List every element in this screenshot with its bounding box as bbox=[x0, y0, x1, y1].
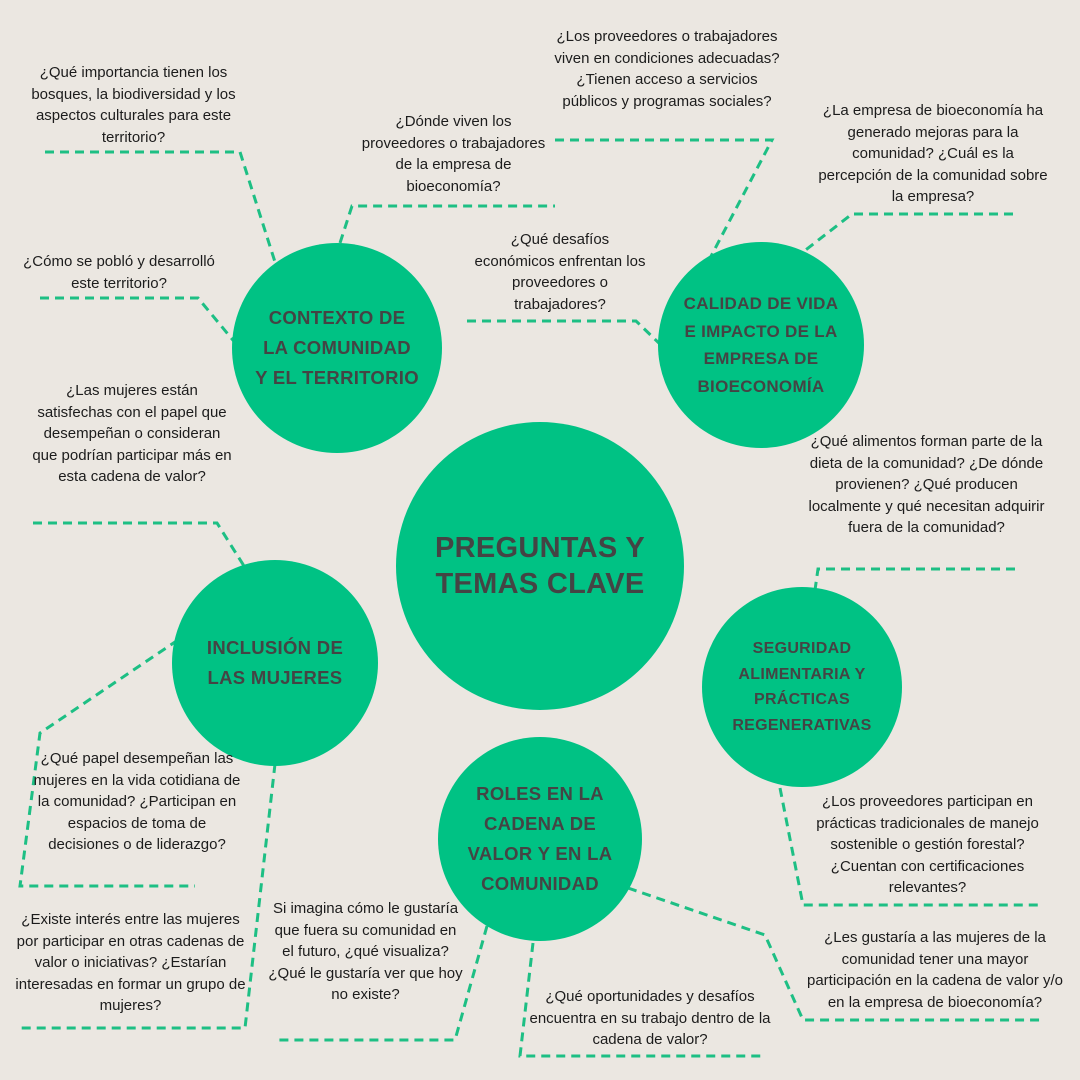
question-mujeres-satisfechas: ¿Las mujeres están satisfechas con el pa… bbox=[32, 382, 232, 485]
question-interes-mujeres: ¿Existe interés entre las mujeres por pa… bbox=[15, 911, 246, 1014]
theme-seguridad: SEGURIDAD ALIMENTARIA Y PRÁCTICAS REGENE… bbox=[702, 587, 902, 787]
question-desafios-economicos: ¿Qué desafíos económicos enfrentan los p… bbox=[474, 231, 646, 313]
question-oportunidades: ¿Qué oportunidades y desafíos encuentra … bbox=[529, 988, 771, 1048]
question-poblo: ¿Cómo se pobló y desarrolló este territo… bbox=[23, 253, 215, 292]
connector-oportunidades bbox=[518, 942, 762, 1058]
center-title: PREGUNTAS Y TEMAS CLAVE bbox=[434, 532, 646, 600]
connector-practicas bbox=[778, 787, 1040, 907]
connector-alimentos bbox=[813, 567, 1015, 591]
center-circle: PREGUNTAS Y TEMAS CLAVE bbox=[396, 422, 684, 710]
theme-inclusion-label: INCLUSIÓN DE LAS MUJERES bbox=[206, 637, 344, 688]
connector-condiciones bbox=[555, 138, 775, 263]
connector-donde-viven bbox=[338, 204, 555, 244]
theme-roles: ROLES EN LA CADENA DE VALOR Y EN LA COMU… bbox=[438, 737, 642, 941]
connector-mejoras bbox=[802, 212, 1013, 254]
question-participacion-mujeres: ¿Les gustaría a las mujeres de la comuni… bbox=[807, 929, 1063, 1011]
connector-desafios-economicos bbox=[467, 319, 664, 348]
question-practicas: ¿Los proveedores participan en prácticas… bbox=[816, 793, 1039, 896]
question-mejoras: ¿La empresa de bioeconomía ha generado m… bbox=[818, 102, 1048, 205]
question-condiciones: ¿Los proveedores o trabajadores viven en… bbox=[554, 28, 780, 110]
theme-contexto: CONTEXTO DE LA COMUNIDAD Y EL TERRITORIO bbox=[232, 243, 442, 453]
theme-contexto-label: CONTEXTO DE LA COMUNIDAD Y EL TERRITORIO bbox=[255, 307, 419, 388]
connector-bosques bbox=[45, 150, 277, 263]
theme-inclusion: INCLUSIÓN DE LAS MUJERES bbox=[172, 560, 378, 766]
question-futuro: Si imagina cómo le gustaría que fuera su… bbox=[268, 900, 463, 1003]
question-papel-mujeres: ¿Qué papel desempeñan las mujeres en la … bbox=[33, 750, 241, 853]
theme-roles-label: ROLES EN LA CADENA DE VALOR Y EN LA COMU… bbox=[467, 783, 613, 894]
question-bosques: ¿Qué importancia tienen los bosques, la … bbox=[31, 64, 236, 146]
connector-poblo bbox=[40, 296, 239, 346]
connector-papel-mujeres bbox=[18, 638, 195, 888]
question-alimentos: ¿Qué alimentos forman parte de la dieta … bbox=[808, 433, 1045, 536]
theme-calidad: CALIDAD DE VIDA E IMPACTO DE LA EMPRESA … bbox=[658, 242, 864, 448]
theme-calidad-label: CALIDAD DE VIDA E IMPACTO DE LA EMPRESA … bbox=[683, 294, 839, 396]
connector-mujeres-satisfechas bbox=[33, 521, 246, 567]
question-donde-viven: ¿Dónde viven los proveedores o trabajado… bbox=[361, 113, 546, 195]
theme-seguridad-label: SEGURIDAD ALIMENTARIA Y PRÁCTICAS REGENE… bbox=[732, 640, 872, 734]
